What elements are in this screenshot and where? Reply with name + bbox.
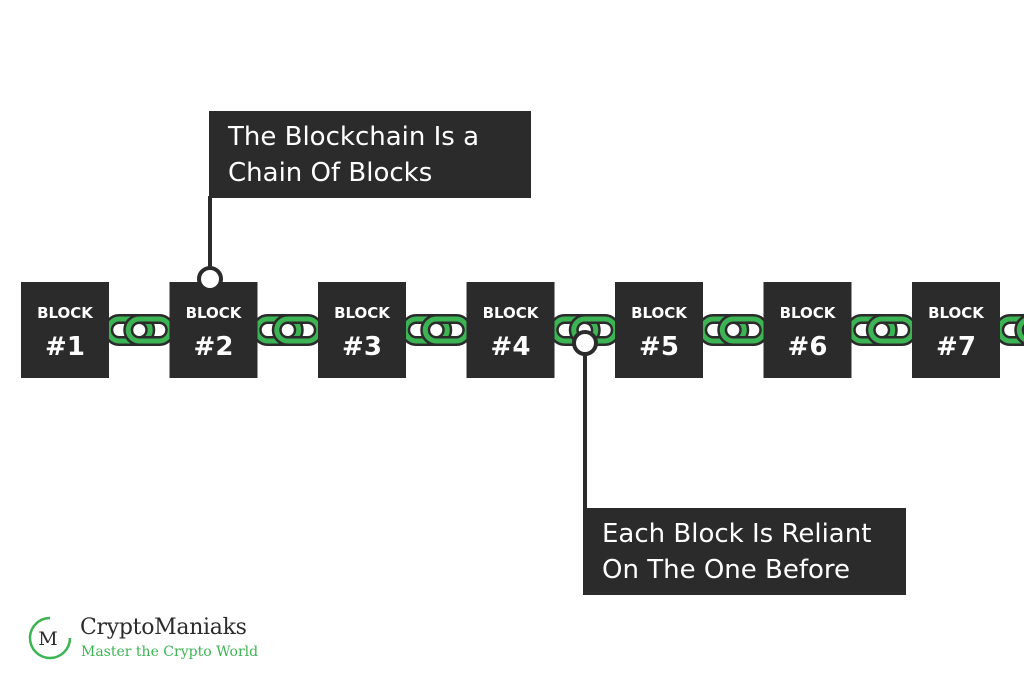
chain-link-3 [405, 319, 467, 341]
chain-link-2 [257, 319, 319, 341]
blocks: BLOCK#1BLOCK#2BLOCK#3BLOCK#4BLOCK#5BLOCK… [21, 282, 1000, 378]
block-box [615, 282, 703, 378]
block-box [466, 282, 555, 378]
logo-mark-letter: M [38, 628, 57, 650]
block-label: BLOCK [928, 304, 985, 322]
callout-block-reliant: Each Block Is Reliant On The One Before [583, 508, 906, 595]
logo-mark-icon: M [28, 616, 72, 660]
block-6: BLOCK #6 [763, 282, 852, 378]
block-box [169, 282, 258, 378]
block-label: BLOCK [780, 304, 837, 322]
block-1: BLOCK #1 [21, 282, 109, 378]
block-box [912, 282, 1000, 378]
logo-name: CryptoManiaks [80, 615, 247, 640]
callout-top-line-1: The Blockchain Is a [228, 122, 480, 152]
block-number: #1 [45, 332, 85, 362]
block-label: BLOCK [483, 304, 540, 322]
block-label: BLOCK [334, 304, 391, 322]
logo-tagline: Master the Crypto World [81, 644, 259, 660]
cryptomaniaks-logo: M CryptoManiaks Master the Crypto World [27, 613, 287, 665]
block-box [21, 282, 109, 378]
chain-link-5 [702, 319, 764, 341]
bottom-connector-dot [572, 330, 598, 356]
callout-connectors [197, 196, 598, 510]
block-box [318, 282, 406, 378]
block-box [763, 282, 852, 378]
block-7: BLOCK #7 [912, 282, 1000, 378]
block-label: BLOCK [37, 304, 94, 322]
top-connector-dot [197, 266, 223, 292]
block-number: #7 [936, 332, 976, 362]
callout-bottom-line-1: Each Block Is Reliant [602, 519, 872, 549]
block-2: BLOCK #2 [169, 282, 258, 378]
block-number: #4 [491, 332, 531, 362]
block-5: BLOCK #5 [615, 282, 703, 378]
block-number: #3 [342, 332, 382, 362]
chain-link-6 [851, 319, 913, 341]
callout-top-line-2: Chain Of Blocks [228, 158, 433, 188]
block-number: #2 [194, 332, 234, 362]
block-3: BLOCK #3 [318, 282, 406, 378]
block-label: BLOCK [631, 304, 688, 322]
block-number: #5 [639, 332, 679, 362]
chain-link-1 [108, 319, 170, 341]
block-4: BLOCK #4 [466, 282, 555, 378]
callout-bottom-line-2: On The One Before [602, 555, 851, 585]
chain-link-7 [999, 319, 1024, 341]
callout-chain-of-blocks: The Blockchain Is a Chain Of Blocks [209, 111, 531, 198]
block-label: BLOCK [186, 304, 243, 322]
block-number: #6 [788, 332, 828, 362]
